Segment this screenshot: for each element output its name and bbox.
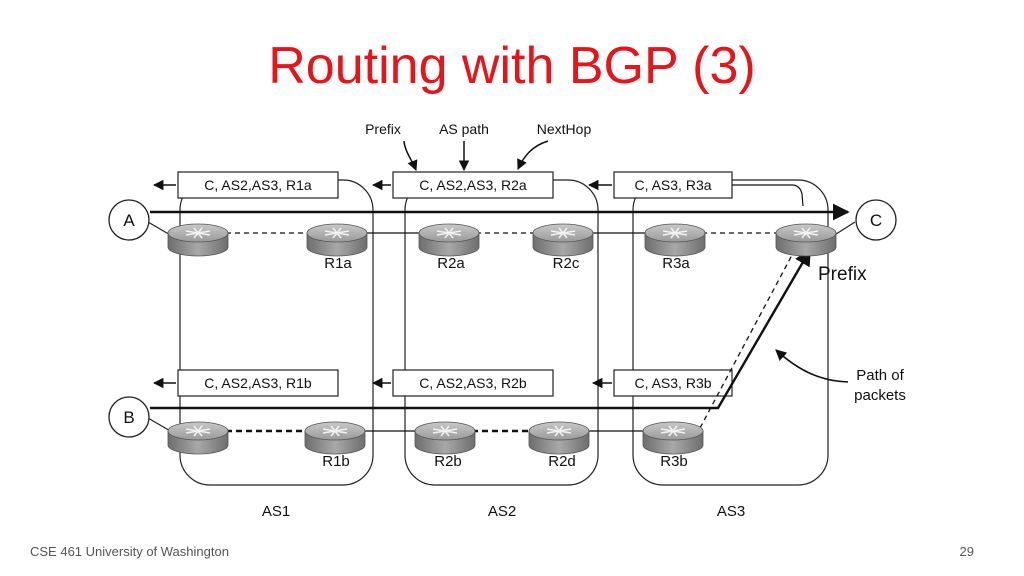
field-label-as-path: AS path <box>439 121 489 137</box>
adv-text-bottom-as2: C, AS2,AS3, R2b <box>419 375 527 391</box>
slide-title: Routing with BGP (3) <box>268 37 756 95</box>
router-icon <box>644 223 706 257</box>
router-icon <box>304 421 366 455</box>
adv-origin-line-c <box>732 184 804 207</box>
host-a <box>108 199 150 241</box>
router-label-r1b: R1b <box>322 453 350 470</box>
as-label-as1: AS1 <box>262 503 290 520</box>
router-label-r2c: R2c <box>553 255 580 272</box>
page-number: 29 <box>959 544 974 559</box>
router-icon <box>306 223 368 257</box>
adv-box-bottom-as1 <box>177 369 339 397</box>
router-label-r2d: R2d <box>548 453 576 470</box>
adv-text-bottom-as3: C, AS3, R3b <box>634 375 711 391</box>
host-label-c: C <box>870 211 882 230</box>
host-c <box>855 199 897 241</box>
adv-text-top-as2: C, AS2,AS3, R2a <box>419 177 527 193</box>
router-label-r3a: R3a <box>662 255 690 272</box>
router-label-r3b: R3b <box>660 453 688 470</box>
router-icon <box>775 223 837 257</box>
packet-path-b-to-c <box>150 248 812 410</box>
footer-course: CSE 461 University of Washington <box>30 544 229 559</box>
nexthop-pointer-arrow <box>517 140 549 170</box>
router-icon <box>414 421 476 455</box>
link-r3b-r3c-dashed <box>699 239 801 429</box>
host-label-b: B <box>123 408 134 427</box>
router-icon <box>167 223 229 257</box>
adv-text-top-as1: C, AS2,AS3, R1a <box>204 177 312 193</box>
field-label-prefix: Prefix <box>365 121 401 137</box>
router-icon <box>642 421 704 455</box>
path-of-packets-label-line2: packets <box>854 387 906 404</box>
router-label-r2a: R2a <box>437 255 465 272</box>
field-label-nexthop: NextHop <box>537 121 592 137</box>
router-icon <box>532 223 594 257</box>
adv-text-top-as3: C, AS3, R3a <box>634 177 711 193</box>
adv-box-bottom-as3 <box>613 369 733 397</box>
as-label-as3: AS3 <box>717 503 745 520</box>
prefix-pointer-arrow <box>403 140 418 171</box>
adv-box-top-as1 <box>177 171 339 199</box>
adv-box-top-as2 <box>392 171 554 199</box>
router-icon <box>418 223 480 257</box>
host-label-a: A <box>123 211 135 230</box>
adv-box-bottom-as2 <box>392 369 554 397</box>
adv-text-bottom-as1: C, AS2,AS3, R1b <box>204 375 312 391</box>
host-b <box>108 396 150 438</box>
link-host-c <box>832 221 856 237</box>
router-label-r2b: R2b <box>434 453 462 470</box>
as-label-as2: AS2 <box>488 503 516 520</box>
path-of-packets-label-line1: Path of <box>856 367 904 384</box>
prefix-label: Prefix <box>818 264 867 285</box>
router-label-r1a: R1a <box>324 255 352 272</box>
router-icon <box>167 421 229 455</box>
path-of-packets-pointer-arrow <box>775 349 849 383</box>
router-icon <box>528 421 590 455</box>
